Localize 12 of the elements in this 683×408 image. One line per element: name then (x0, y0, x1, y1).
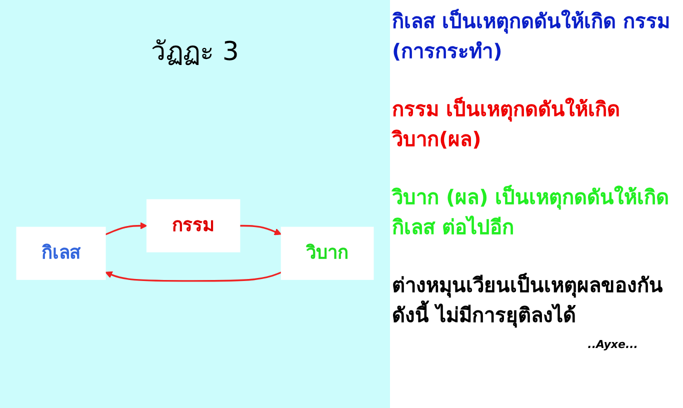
arrow (105, 271, 282, 282)
arrow (105, 222, 148, 236)
node-box: กรรม (146, 198, 240, 252)
note-text: วิบาก (ผล) เป็นเหตุกดดันให้เกิด กิเลส ต่อไปอีก (392, 184, 670, 241)
note-text: กรรม เป็นเหตุกดดันให้เกิด วิบาก(ผล) (392, 96, 621, 153)
note-text: กิเลส เป็นเหตุกดดันให้เกิด กรรม (การกระทำ) (392, 8, 671, 65)
signature-text: ..Ayxe... (586, 338, 638, 351)
note-text: ต่างหมุนเวียนเป็นเหตุผลของกัน ดังนี้ ไม่มีการยุติลงได้ (392, 272, 664, 330)
arrow (240, 224, 282, 235)
node-box: กิเลส (16, 226, 106, 280)
diagram-title: วัฏฏะ 3 (150, 36, 240, 69)
node-box: วิบาก (280, 226, 374, 280)
